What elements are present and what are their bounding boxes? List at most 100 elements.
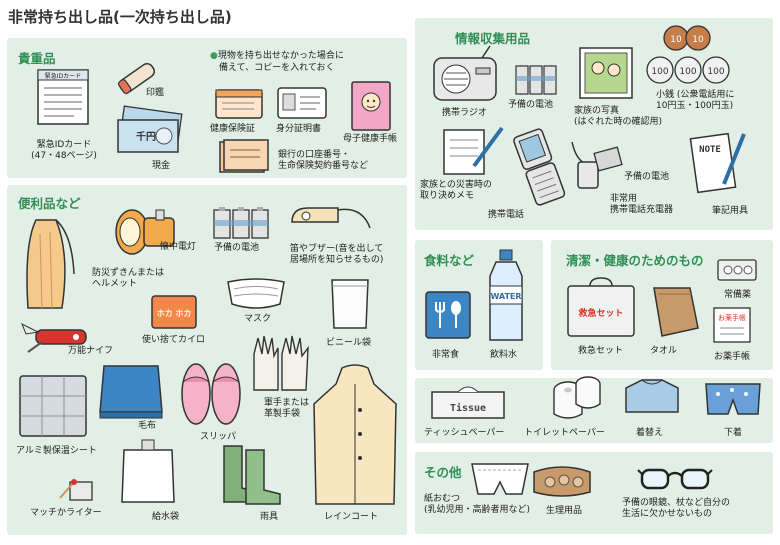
- info-title: 情報収集用品: [455, 31, 531, 46]
- family-photo-icon: [579, 47, 633, 99]
- info-batteries-icon: [515, 65, 557, 95]
- radio-label: 携帯ラジオ: [442, 108, 487, 118]
- id-card-header: 緊急IDカード: [45, 72, 81, 80]
- other-title: その他: [424, 465, 462, 480]
- emergency-id-card-icon: 緊急IDカード: [37, 69, 89, 125]
- disaster-memo-line2: 取り決めメモ: [420, 191, 475, 201]
- mobile-phone-label: 携帯電話: [488, 210, 525, 220]
- first-aid-label: 救急セット: [578, 346, 624, 356]
- flashlight-icon: [115, 209, 175, 255]
- gloves-line1: 軍手または: [264, 398, 310, 408]
- banknote-text: 千円: [136, 130, 156, 143]
- warmer-text: ホカ ホカ: [157, 309, 192, 318]
- diaper-icon: [471, 463, 529, 495]
- info-batteries-label: 予備の電池: [508, 100, 554, 110]
- coin-100-b: 100: [679, 67, 696, 77]
- bullet-dot: ●: [210, 51, 218, 61]
- water-bottle-icon: WATER: [489, 249, 523, 341]
- mask-label: マスク: [244, 314, 272, 324]
- medicine-icon: [717, 259, 757, 281]
- whistle-line1: 笛やブザー(音を出して: [290, 244, 384, 254]
- medicine-notebook-label: お薬手帳: [714, 352, 751, 362]
- tissue-label: ティッシュペーパー: [424, 428, 505, 438]
- emergency-id-line2: (47・48ページ): [31, 151, 97, 161]
- gloves-line2: 革製手袋: [264, 409, 301, 419]
- slippers-icon: [181, 363, 241, 425]
- coins-icon: 10 10 100 100 100: [646, 25, 730, 84]
- tissue-box-icon: Tissue: [431, 386, 505, 419]
- emergency-food-icon: [425, 291, 471, 339]
- thermal-sheet-icon: [19, 375, 87, 437]
- stationery-label: 筆記用具: [712, 206, 749, 216]
- bank-numbers-label: 銀行の口座番号・ 生命保険契約番号など: [278, 150, 368, 172]
- coin-100-a: 100: [651, 67, 668, 77]
- emergency-food-label: 非常食: [432, 350, 460, 360]
- towel-label: タオル: [650, 346, 678, 356]
- towel-icon: [653, 287, 699, 337]
- family-photo-line2: (はぐれた時の確認用): [574, 117, 663, 127]
- radio-icon: [433, 45, 497, 101]
- medicine-notebook-text: お薬手帳: [718, 313, 746, 322]
- id-card-icon: [277, 87, 327, 119]
- family-photo-label: 家族の写真 (はぐれた時の確認用): [574, 106, 662, 128]
- first-aid-text: 救急セット: [578, 307, 623, 319]
- glasses-line1: 予備の眼鏡、杖など自分の: [622, 498, 731, 508]
- plastic-bag-label: ビニール袋: [326, 338, 372, 348]
- hood-label: 防災ずきんまたは ヘルメット: [92, 268, 164, 290]
- water-label-text: WATER: [490, 292, 521, 301]
- underwear-icon: [705, 383, 761, 415]
- rain-gear-label: 雨具: [260, 512, 279, 522]
- raincoat-icon: [313, 364, 397, 505]
- disaster-memo-line1: 家族との災害時の: [420, 180, 492, 190]
- memo-icon: [443, 126, 504, 175]
- medicine-label: 常備薬: [724, 290, 752, 300]
- whistle-label: 笛やブザー(音を出して 居場所を知らせるもの): [290, 244, 383, 266]
- blanket-icon: [99, 365, 163, 419]
- food-title: 食料など: [424, 253, 475, 268]
- phone-charger-icon: [571, 141, 599, 189]
- glasses-icon: [637, 468, 713, 490]
- sanitary-label: 生理用品: [546, 506, 583, 516]
- whistle-line2: 居場所を知らせるもの): [290, 255, 384, 265]
- mask-icon: [227, 278, 285, 309]
- hygiene-title: 清潔・健康のためのもの: [566, 253, 704, 268]
- mobile-phone-icon: [513, 128, 566, 206]
- disaster-hood-icon: [26, 219, 75, 309]
- batteries-label: 予備の電池: [214, 243, 260, 253]
- underwear-label: 下着: [724, 428, 743, 438]
- copy-note-line2: 備えて、コピーを入れておく: [219, 63, 335, 73]
- coin-10-a: 10: [670, 35, 682, 45]
- water-bag-icon: [121, 439, 175, 503]
- gloves-label: 軍手または 革製手袋: [264, 398, 309, 420]
- clothes-icon: [625, 379, 679, 413]
- maternal-handbook-label: 母子健康手帳: [343, 134, 398, 144]
- flashlight-label: 懐中電灯: [160, 242, 197, 252]
- first-aid-kit-icon: 救急セット: [567, 277, 635, 337]
- diapers-line1: 紙おむつ: [424, 494, 461, 504]
- coins-line2: 10円玉・100円玉): [656, 101, 734, 111]
- spare-battery-label: 予備の電池: [624, 172, 670, 182]
- hand-warmer-icon: ホカ ホカ: [151, 295, 197, 329]
- whistle-icon: [291, 207, 371, 229]
- family-photo-line1: 家族の写真: [574, 106, 620, 116]
- seal-icon: [117, 62, 155, 95]
- notebook-icon: NOTE: [689, 132, 746, 194]
- bankbook-icon: [219, 139, 269, 173]
- hand-warmer-label: 使い捨てカイロ: [142, 335, 206, 345]
- insurance-card-label: 健康保険証: [210, 124, 256, 134]
- hood-line2: ヘルメット: [92, 279, 138, 289]
- rain-boots-icon: [223, 445, 281, 505]
- diapers-line2: (乳幼児用・高齢者用など): [424, 505, 531, 515]
- cash-label: 現金: [152, 161, 171, 171]
- emergency-id-line1: 緊急IDカード: [36, 140, 92, 150]
- multi-knife-icon: [21, 322, 87, 353]
- bank-numbers-line2: 生命保険契約番号など: [278, 161, 369, 171]
- emergency-id-label: 緊急IDカード (47・48ページ): [24, 140, 104, 162]
- id-card-label: 身分証明書: [276, 124, 322, 134]
- charger-line2: 携帯電話充電器: [610, 205, 674, 215]
- glasses-line2: 生活に欠かせないもの: [622, 509, 713, 519]
- clothes-label: 着替え: [636, 428, 664, 438]
- copy-note: ●現物を持ち出せなかった場合に 備えて、コピーを入れておく: [210, 50, 344, 74]
- glasses-label: 予備の眼鏡、杖など自分の 生活に欠かせないもの: [622, 498, 730, 520]
- valuables-title: 貴重品: [18, 51, 56, 66]
